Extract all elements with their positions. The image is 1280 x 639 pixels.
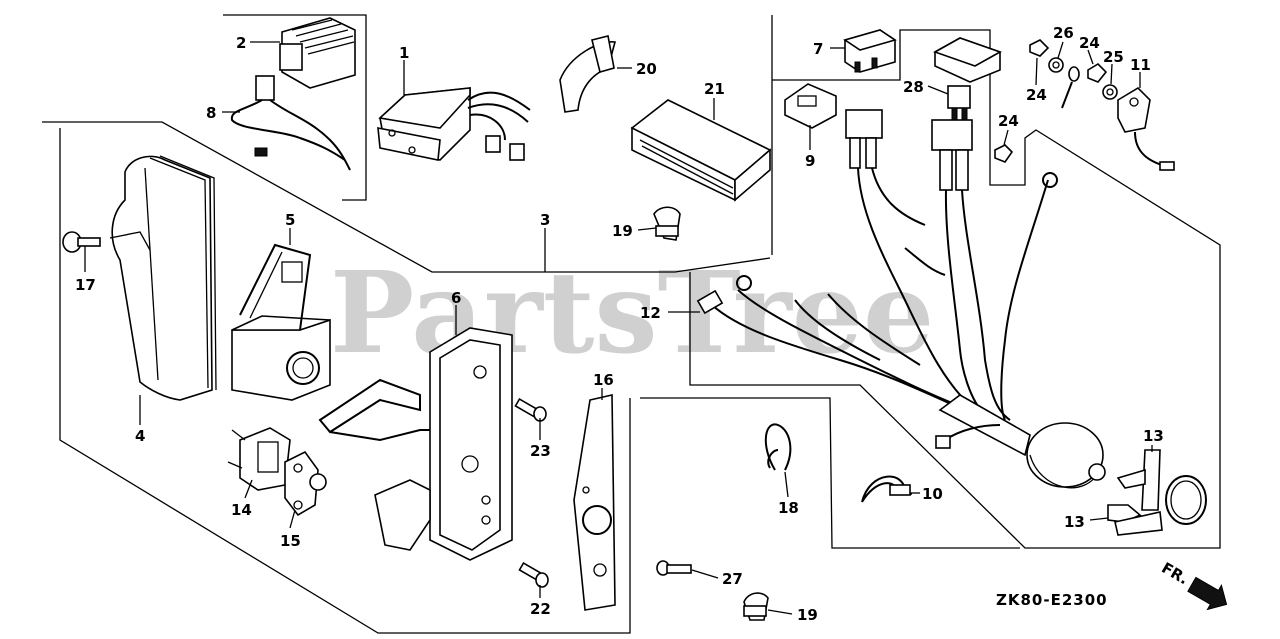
watermark-text: PartsTree	[330, 248, 934, 379]
part-washers-24-26[interactable]	[994, 39, 1118, 163]
part-switch-15[interactable]	[284, 450, 327, 517]
part-key-lower[interactable]	[1107, 504, 1163, 536]
part-clamp[interactable]	[559, 35, 617, 113]
callout-2[interactable]: 2	[236, 34, 246, 52]
part-relay-7[interactable]	[843, 29, 897, 73]
part-band-18[interactable]	[764, 423, 792, 471]
part-connector-9[interactable]	[784, 83, 837, 129]
part-regulator[interactable]	[279, 17, 356, 89]
part-bolt-17[interactable]	[62, 231, 101, 253]
diagram-reference: ZK80-E2300	[996, 591, 1108, 609]
callout-3[interactable]: 3	[540, 211, 550, 229]
callout-17[interactable]: 17	[75, 276, 96, 294]
part-gasket-plate[interactable]	[573, 394, 616, 611]
part-key-switch[interactable]	[1026, 422, 1207, 525]
callout-21[interactable]: 21	[704, 80, 725, 98]
callout-24-b[interactable]: 24	[1079, 34, 1100, 52]
part-small-clamp-lower[interactable]	[743, 592, 769, 621]
callout-9[interactable]: 9	[805, 152, 815, 170]
part-small-clamp-upper[interactable]	[653, 206, 681, 241]
part-control-cover[interactable]	[109, 155, 217, 401]
part-control-panel[interactable]	[318, 327, 513, 561]
callout-26[interactable]: 26	[1053, 24, 1074, 42]
callout-23[interactable]: 23	[530, 442, 551, 460]
callout-12[interactable]: 12	[640, 304, 661, 322]
callout-24-c[interactable]: 24	[998, 112, 1019, 130]
part-screw-22[interactable]	[518, 561, 549, 588]
callout-24-a[interactable]: 24	[1026, 86, 1047, 104]
callout-11[interactable]: 11	[1130, 56, 1151, 74]
part-control-unit[interactable]	[377, 87, 531, 161]
part-sensor-11[interactable]	[1117, 86, 1175, 171]
part-screw-23[interactable]	[514, 397, 547, 422]
callout-28[interactable]: 28	[903, 78, 924, 96]
callout-8[interactable]: 8	[206, 104, 216, 122]
part-clamp-10[interactable]	[861, 475, 913, 503]
callout-14[interactable]: 14	[231, 501, 252, 519]
callout-6[interactable]: 6	[451, 289, 461, 307]
callout-5[interactable]: 5	[285, 211, 295, 229]
callout-15[interactable]: 15	[280, 532, 301, 550]
leader-lines	[84, 41, 1153, 615]
callout-13-upper[interactable]: 13	[1143, 427, 1164, 445]
callout-13-lower[interactable]: 13	[1064, 513, 1085, 531]
part-main-harness[interactable]	[696, 109, 1058, 457]
part-foam-pad[interactable]	[630, 99, 772, 202]
front-label: FR.	[1158, 559, 1191, 588]
callout-16[interactable]: 16	[593, 371, 614, 389]
group-outlines	[42, 14, 1221, 634]
callout-19-lower[interactable]: 19	[797, 606, 818, 624]
callout-25[interactable]: 25	[1103, 48, 1124, 66]
callout-22[interactable]: 22	[530, 600, 551, 618]
callout-7[interactable]: 7	[813, 40, 823, 58]
part-fuse-28[interactable]	[947, 85, 971, 121]
callout-1[interactable]: 1	[399, 44, 409, 62]
callout-20[interactable]: 20	[636, 60, 657, 78]
callout-19-upper[interactable]: 19	[612, 222, 633, 240]
part-bracket-5[interactable]	[231, 243, 331, 401]
callout-4[interactable]: 4	[135, 427, 145, 445]
callout-labels: 1 2 3 4 5 6 7 8 9 10 11 12 13 13 14 15 1…	[75, 24, 1164, 624]
front-direction-marker: FR.	[1158, 559, 1228, 611]
part-switch-14[interactable]	[227, 427, 291, 491]
part-bolt-27[interactable]	[656, 560, 692, 576]
callout-18[interactable]: 18	[778, 499, 799, 517]
arrow-right-icon	[1187, 576, 1228, 611]
callout-10[interactable]: 10	[922, 485, 943, 503]
part-sub-harness[interactable]	[230, 75, 351, 171]
callout-27[interactable]: 27	[722, 570, 743, 588]
part-key-upper[interactable]	[1116, 449, 1161, 511]
part-fuse-box-cover[interactable]	[933, 37, 1002, 83]
